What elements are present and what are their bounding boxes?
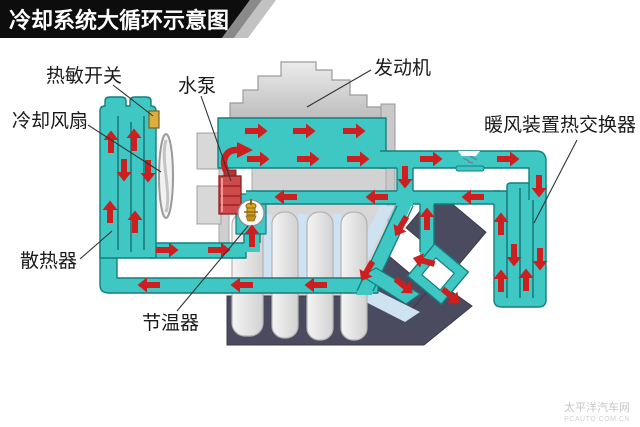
cylinder-slot bbox=[298, 214, 307, 294]
title-banner: 冷却系统大循环示意图 bbox=[0, 0, 276, 38]
thermal-switch bbox=[148, 110, 160, 129]
pipe-bottom-return bbox=[99, 243, 379, 294]
label-water-pump: 水泵 bbox=[178, 75, 216, 97]
banner-stripe-dark bbox=[222, 0, 262, 38]
engine-head-cover bbox=[229, 61, 387, 119]
label-engine: 发动机 bbox=[374, 57, 431, 79]
banner-stripe-light bbox=[234, 0, 276, 38]
label-thermostat: 节温器 bbox=[142, 312, 199, 334]
pipe-valve-notch bbox=[458, 151, 480, 156]
leader-water-pump bbox=[200, 95, 232, 182]
label-thermal-switch: 热敏开关 bbox=[46, 65, 122, 87]
pipe-top-exterior bbox=[380, 151, 546, 200]
leader-heater-exchanger bbox=[533, 139, 578, 224]
cylinder bbox=[271, 211, 299, 339]
thermostat bbox=[237, 199, 265, 227]
pipe-diagonal-connector bbox=[361, 267, 421, 305]
exchanger-tubes bbox=[506, 188, 534, 298]
banner-black bbox=[0, 0, 250, 38]
engine-bracket-bottom bbox=[196, 185, 222, 225]
label-radiator: 散热器 bbox=[20, 250, 77, 272]
cylinder-slot bbox=[263, 214, 272, 292]
watermark: 太平洋汽车网 PCAUTO.COM.CN bbox=[564, 400, 630, 423]
cylinder bbox=[306, 211, 334, 341]
water-pump bbox=[218, 169, 242, 215]
leader-thermal-switch bbox=[112, 84, 154, 117]
engine-mid-strip bbox=[251, 167, 387, 193]
engine-bracket-top bbox=[196, 132, 222, 170]
leader-cooling-fan bbox=[87, 124, 162, 173]
pipe-valve-detail bbox=[462, 155, 478, 164]
diagram-labels: 热敏开关 水泵 发动机 冷却风扇 暖风装置热交换器 散热器 节温器 bbox=[12, 57, 636, 334]
fan-blade bbox=[162, 139, 170, 213]
watermark-url: PCAUTO.COM.CN bbox=[564, 416, 630, 423]
leader-radiator bbox=[79, 230, 113, 260]
leader-lines bbox=[79, 69, 578, 312]
leader-engine bbox=[306, 69, 372, 108]
page-title: 冷却系统大循环示意图 bbox=[9, 8, 229, 33]
label-cooling-fan: 冷却风扇 bbox=[12, 110, 88, 132]
label-heater-exchanger: 暖风装置热交换器 bbox=[484, 114, 636, 136]
pipe-valve-bulge bbox=[455, 165, 485, 172]
watermark-cn: 太平洋汽车网 bbox=[564, 400, 630, 414]
cylinder-slot bbox=[333, 214, 341, 294]
cooling-fan bbox=[158, 133, 174, 219]
pump-curved-arrow bbox=[220, 142, 253, 173]
leader-thermostat bbox=[176, 225, 249, 312]
